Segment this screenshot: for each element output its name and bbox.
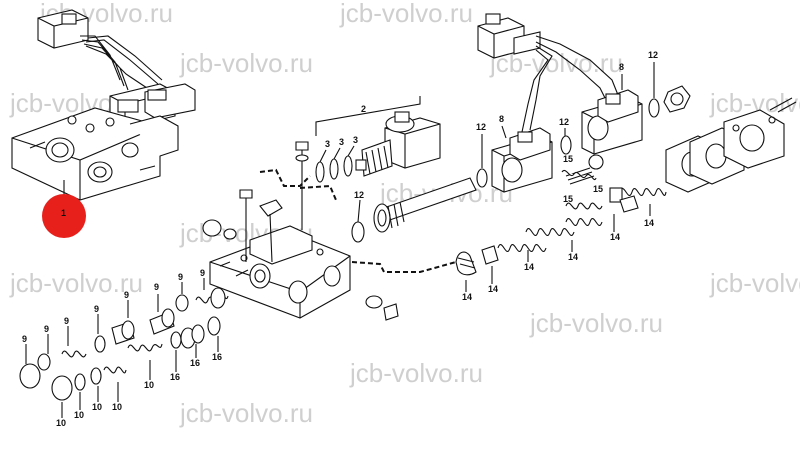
dashed-path: [259, 168, 311, 187]
callout-10: 10: [56, 418, 66, 428]
springs-right: [561, 154, 667, 210]
callout-8: 8: [619, 62, 624, 72]
callout-9: 9: [178, 272, 183, 282]
callout-9: 9: [124, 290, 129, 300]
watermark: jcb-volvo.ru: [9, 268, 143, 298]
solenoid-8-left: [491, 127, 553, 193]
callout-12: 12: [476, 122, 486, 132]
center-valve-block: [209, 225, 351, 319]
callout-1: 1: [61, 208, 66, 218]
flange-plates: [665, 97, 797, 193]
callout-9: 9: [22, 334, 27, 344]
solenoid-2: [315, 96, 441, 177]
spool-shaft: [351, 177, 477, 243]
solenoid-8-right: [581, 89, 643, 155]
callout-12: 12: [559, 117, 569, 127]
o-rings-12: [476, 62, 691, 188]
plungers-14: [455, 195, 651, 292]
lower-left-parts: [19, 287, 229, 401]
watermark: jcb-volvo.ru: [529, 308, 663, 338]
callout-16: 16: [190, 358, 200, 368]
callout-15: 15: [593, 184, 603, 194]
watermark: jcb-volvo.ru: [709, 268, 800, 298]
callout-16: 16: [212, 352, 222, 362]
callout-14: 14: [524, 262, 534, 272]
callout-10: 10: [144, 380, 154, 390]
watermark: jcb-volvo.ru: [339, 0, 473, 28]
callout-15: 15: [563, 154, 573, 164]
callout-9: 9: [200, 268, 205, 278]
callout-3: 3: [353, 135, 358, 145]
watermark: jcb-volvo.ru: [179, 398, 313, 428]
watermark: jcb-volvo.ru: [179, 48, 313, 78]
callout-14: 14: [568, 252, 578, 262]
callout-3: 3: [339, 137, 344, 147]
callout-3: 3: [325, 139, 330, 149]
callout-12: 12: [354, 190, 364, 200]
watermark: jcb-volvo.ru: [349, 358, 483, 388]
dashed-path: [351, 261, 457, 273]
callout-9: 9: [154, 282, 159, 292]
callout-16: 16: [170, 372, 180, 382]
leader-lines: [25, 278, 219, 418]
callout-9: 9: [44, 324, 49, 334]
connector-right: [477, 13, 621, 133]
callout-10: 10: [112, 402, 122, 412]
highlight-circle: [42, 194, 86, 238]
o-rings-3: [315, 145, 355, 183]
valve-assembly-1: [11, 9, 196, 201]
callout-9: 9: [64, 316, 69, 326]
dashed-path: [299, 184, 337, 201]
callout-15: 15: [563, 194, 573, 204]
callout-10: 10: [74, 410, 84, 420]
callout-14: 14: [644, 218, 654, 228]
callout-10: 10: [92, 402, 102, 412]
bolts: [202, 141, 399, 321]
callout-14: 14: [610, 232, 620, 242]
callout-8: 8: [499, 114, 504, 124]
callout-12: 12: [648, 50, 658, 60]
callout-14: 14: [488, 284, 498, 294]
callout-9: 9: [94, 304, 99, 314]
callout-2: 2: [361, 104, 366, 114]
callout-14: 14: [462, 292, 472, 302]
